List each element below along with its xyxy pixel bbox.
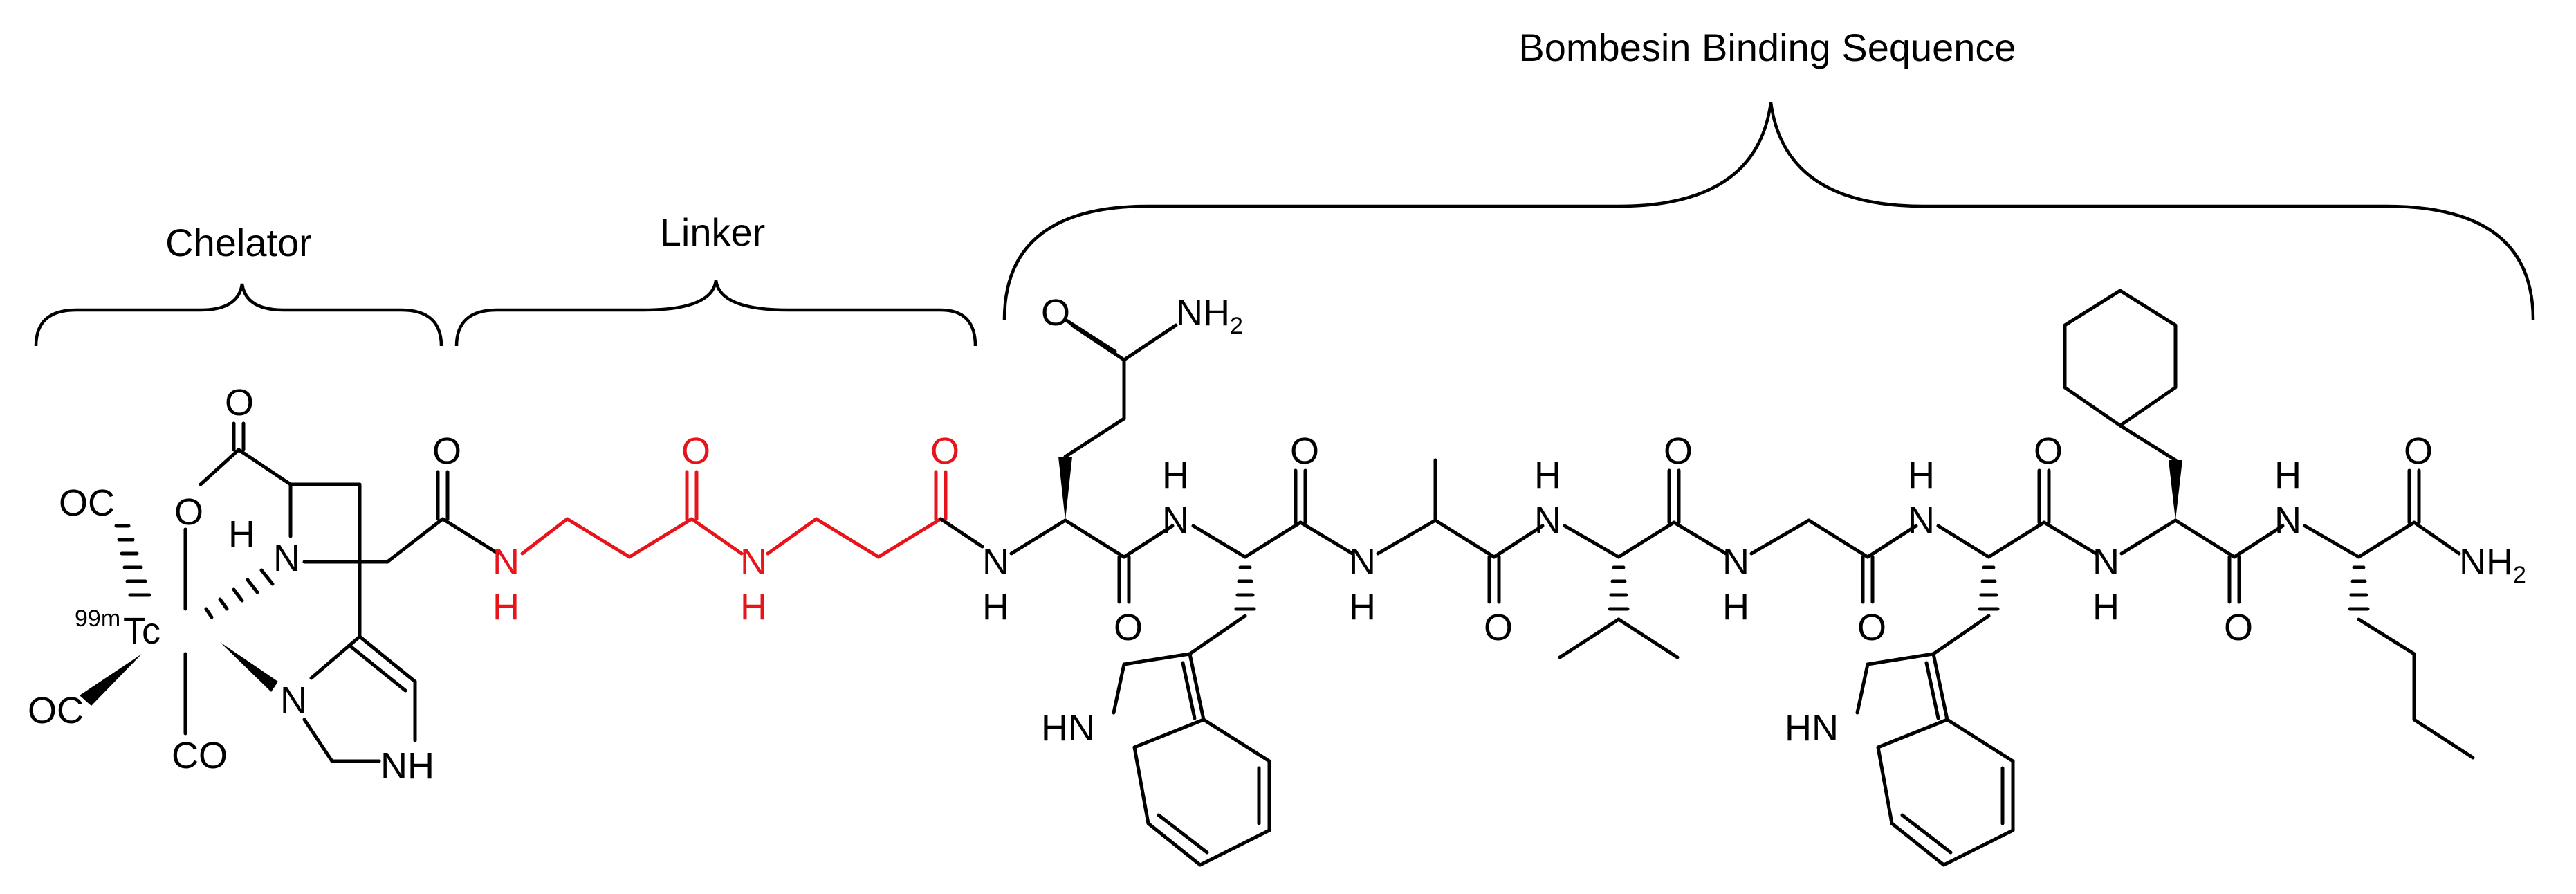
backbone-n-1: N [982,541,1009,583]
backbone-oxygen-4: O [1664,430,1693,472]
carbonyl-ligand-bottom: CO [172,735,228,776]
linker-structure: N H O N H O [493,430,984,628]
indole-nh-2: HN [1785,707,1839,749]
backbone-n-4: N [1534,500,1561,541]
ester-oxygen: O [174,491,203,533]
carbonyl-ligand-left: OC [28,690,84,731]
chelator-brace [34,283,443,347]
braces [34,102,2535,347]
backbone-n-3: N [1349,541,1376,583]
backbone-oxygen-5: O [1857,607,1886,648]
amine-n: N [273,538,300,579]
backbone-n-7: N [2092,541,2119,583]
backbone-n-8: N [2274,500,2301,541]
backbone-h-6: H [1908,455,1935,496]
binding-brace [1002,102,2535,320]
backbone-n-2: N [1162,500,1189,541]
amine-h: H [228,513,255,555]
linker-n-2: N [740,541,767,583]
linker-h-1: H [493,586,519,628]
amide-oxygen-1: O [432,430,461,472]
backbone-h-7: H [2092,586,2119,628]
wedge-bond-imidazole [220,642,278,692]
carbonyl-oxygen: O [225,382,254,423]
linker-label: Linker [660,210,766,254]
c-terminal-nh2: NH2 [2459,541,2526,588]
gln-nh2: NH2 [1176,292,1243,339]
backbone-n-5: N [1722,541,1749,583]
linker-n-1: N [493,541,519,583]
wedge-bond-oc [80,654,142,706]
cyclohexyl-ring [2063,289,2178,428]
technetium-atom: Tc [123,610,160,652]
backbone-n-6: N [1908,500,1935,541]
backbone-oxygen-3: O [1484,607,1513,648]
section-labels: Chelator Linker Bombesin Binding Sequenc… [165,26,2016,264]
backbone-oxygen-2: O [1290,430,1319,472]
chelator-structure: 99m Tc OC OC CO O O H [28,382,445,787]
backbone-h-8: H [2274,455,2301,496]
linker-h-2: H [740,586,767,628]
imidazole-n: N [280,679,307,721]
gln-oxygen: O [1041,292,1070,334]
backbone-h-1: H [982,586,1009,628]
chelator-amide: O [432,430,500,556]
hashed-bond-oc [114,524,151,597]
linker-oxygen-1: O [681,430,710,472]
imidazole-nh: NH [380,745,434,787]
backbone-oxygen-8: O [2404,430,2433,472]
binding-sequence-label: Bombesin Binding Sequence [1518,26,2016,69]
peptide-structure: N H O NH2 O H N HN [982,289,2526,867]
backbone-h-5: H [1722,586,1749,628]
backbone-oxygen-6: O [2034,430,2063,472]
linker-brace [454,280,977,347]
hashed-bond-n [204,568,275,619]
isotope-label: 99m [75,605,120,632]
backbone-oxygen-1: O [1114,607,1143,648]
chelator-label: Chelator [165,221,312,264]
backbone-h-2: H [1162,455,1189,496]
backbone-oxygen-7: O [2224,607,2253,648]
backbone-h-3: H [1349,586,1376,628]
backbone-h-4: H [1534,455,1561,496]
carbonyl-ligand-top: OC [59,482,115,524]
indole-nh-1: HN [1041,707,1095,749]
linker-oxygen-2: O [930,430,959,472]
